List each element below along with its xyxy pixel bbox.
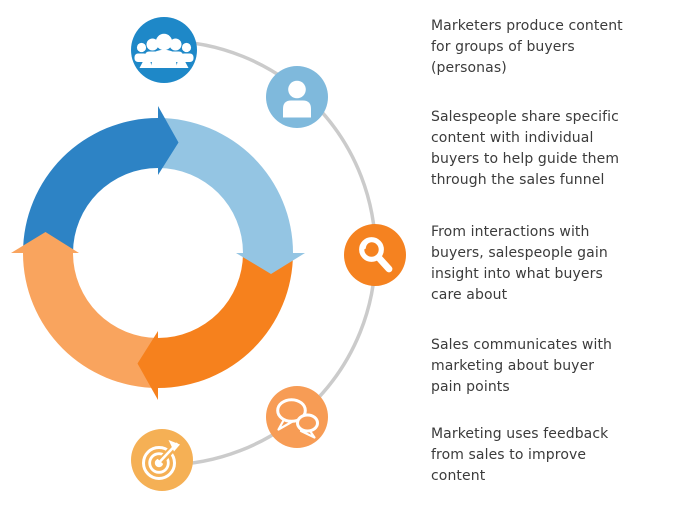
magnifier-glyph (359, 237, 393, 273)
description-sales-communicates: Sales communicates with marketing about … (431, 335, 671, 398)
description-line: for groups of buyers (431, 39, 575, 55)
crowd-glyph (134, 33, 194, 68)
description-line: From interactions with (431, 224, 590, 240)
description-line: pain points (431, 379, 510, 395)
target-glyph (142, 440, 181, 480)
chat-bubbles-icon (266, 386, 328, 448)
description-line: buyers, salespeople gain (431, 245, 608, 261)
arrowhead-right (236, 253, 305, 274)
description-marketing-feedback: Marketing uses feedback from sales to im… (431, 424, 671, 487)
arrowhead-top (158, 106, 179, 175)
buyer-group-icon (131, 17, 197, 83)
cycle-diagram (11, 17, 406, 491)
arrowhead-left (11, 232, 79, 253)
cycle-segment-bottom-right (158, 253, 293, 388)
description-salespeople-share: Salespeople share specific content with … (431, 107, 671, 191)
description-line: content with individual (431, 130, 594, 146)
magnifier-icon (344, 224, 406, 286)
description-line: from sales to improve (431, 447, 587, 463)
description-line: Sales communicates with (431, 337, 613, 353)
chat-glyph (276, 398, 319, 439)
cycle-segment-top-right (158, 118, 293, 253)
description-line: through the sales funnel (431, 172, 605, 188)
description-panel: Marketers produce content for groups of … (431, 0, 671, 511)
description-marketers-produce: Marketers produce content for groups of … (431, 16, 671, 79)
description-line: marketing about buyer (431, 358, 595, 374)
description-line: insight into what buyers (431, 266, 603, 282)
description-line: care about (431, 287, 508, 303)
magnifier-badge (344, 224, 406, 286)
description-line: Marketers produce content (431, 18, 623, 34)
cycle-segment-top-left (23, 118, 158, 253)
description-line: (personas) (431, 60, 507, 76)
cycle-segment-bottom-left (23, 253, 158, 388)
description-line: content (431, 468, 486, 484)
person-icon (266, 66, 328, 128)
person-glyph (283, 80, 311, 118)
arrowhead-bottom (137, 331, 158, 400)
description-interactions-insight: From interactions with buyers, salespeop… (431, 222, 671, 306)
description-line: Salespeople share specific (431, 109, 619, 125)
target-icon (131, 429, 193, 491)
description-line: buyers to help guide them (431, 151, 620, 167)
description-line: Marketing uses feedback (431, 426, 609, 442)
